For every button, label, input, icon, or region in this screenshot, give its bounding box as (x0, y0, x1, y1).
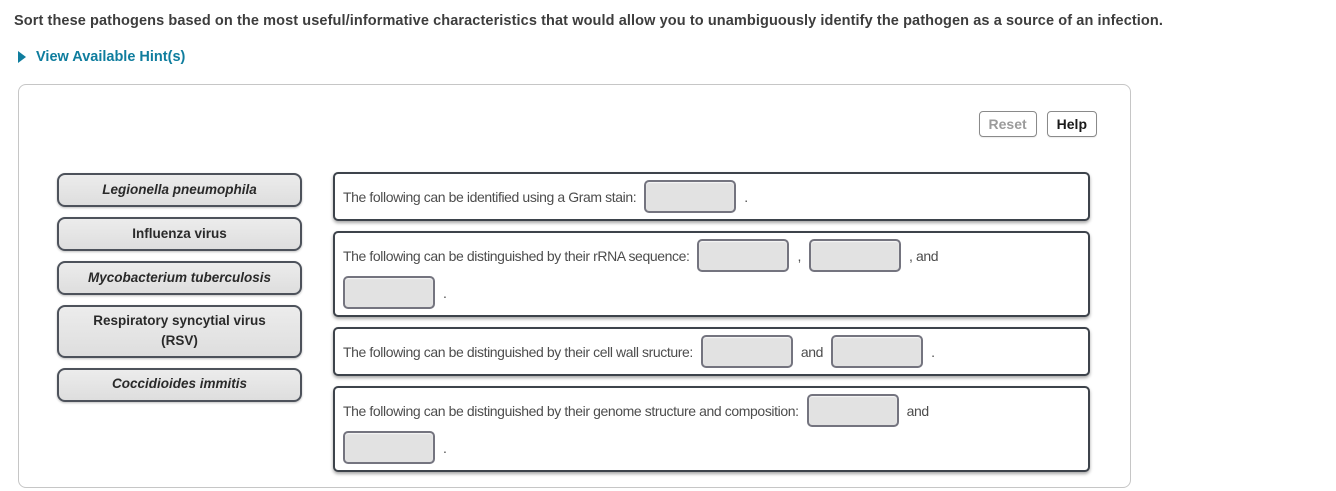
pathogen-tile-influenza-virus[interactable]: Influenza virus (57, 217, 302, 251)
bin-cell-wall-structure: The following can be distinguished by th… (333, 327, 1090, 376)
toolbar: Reset Help (978, 111, 1097, 137)
bin-line: . (343, 274, 1080, 311)
hint-expand-icon (18, 51, 26, 63)
bin-line: . (343, 429, 1080, 466)
bin-lead-text: The following can be distinguished by th… (343, 343, 693, 360)
drop-slot[interactable] (806, 394, 899, 427)
drop-slot[interactable] (697, 239, 790, 272)
bin-line: The following can be identified using a … (343, 178, 1080, 215)
bin-end-text: . (443, 284, 447, 301)
bin-line: The following can be distinguished by th… (343, 333, 1080, 370)
hint-link[interactable]: View Available Hint(s) (18, 49, 185, 65)
bin-separator-text: , (797, 247, 801, 264)
bin-lead-text: The following can be distinguished by th… (343, 402, 799, 419)
bin-separator-text: , and (908, 247, 939, 264)
bin-genome-structure: The following can be distinguished by th… (333, 386, 1090, 472)
question-prompt: Sort these pathogens based on the most u… (14, 13, 1163, 29)
bin-lead-text: The following can be distinguished by th… (343, 247, 690, 264)
bin-rrna-sequence: The following can be distinguished by th… (333, 231, 1090, 317)
pathogen-tile-list: Legionella pneumophila Influenza virus M… (57, 173, 302, 412)
drop-slot[interactable] (343, 276, 435, 309)
bin-end-text: . (443, 439, 447, 456)
bin-list: The following can be identified using a … (333, 172, 1090, 482)
drop-slot[interactable] (808, 239, 901, 272)
help-button[interactable]: Help (1046, 111, 1097, 137)
pathogen-tile-coccidioides-immitis[interactable]: Coccidioides immitis (57, 367, 302, 402)
bin-end-text: . (931, 343, 935, 360)
drop-slot[interactable] (644, 180, 737, 213)
hint-link-label: View Available Hint(s) (36, 49, 186, 65)
sorting-activity-panel: Reset Help Legionella pneumophila Influe… (18, 84, 1131, 488)
reset-button[interactable]: Reset (978, 111, 1037, 137)
bin-lead-text: The following can be identified using a … (343, 188, 637, 205)
pathogen-tile-mycobacterium-tuberculosis[interactable]: Mycobacterium tuberculosis (57, 261, 302, 295)
drop-slot[interactable] (343, 431, 435, 464)
bin-line: The following can be distinguished by th… (343, 392, 1080, 429)
bin-end-text: . (744, 188, 748, 205)
drop-slot[interactable] (831, 335, 924, 368)
drop-slot[interactable] (700, 335, 793, 368)
pathogen-tile-legionella-pneumophila[interactable]: Legionella pneumophila (57, 173, 302, 207)
bin-gram-stain: The following can be identified using a … (333, 172, 1090, 221)
bin-line: The following can be distinguished by th… (343, 237, 1080, 274)
bin-separator-text: and (800, 343, 824, 360)
bin-separator-text: and (906, 402, 930, 419)
pathogen-tile-rsv[interactable]: Respiratory syncytial virus (RSV) (57, 305, 302, 358)
